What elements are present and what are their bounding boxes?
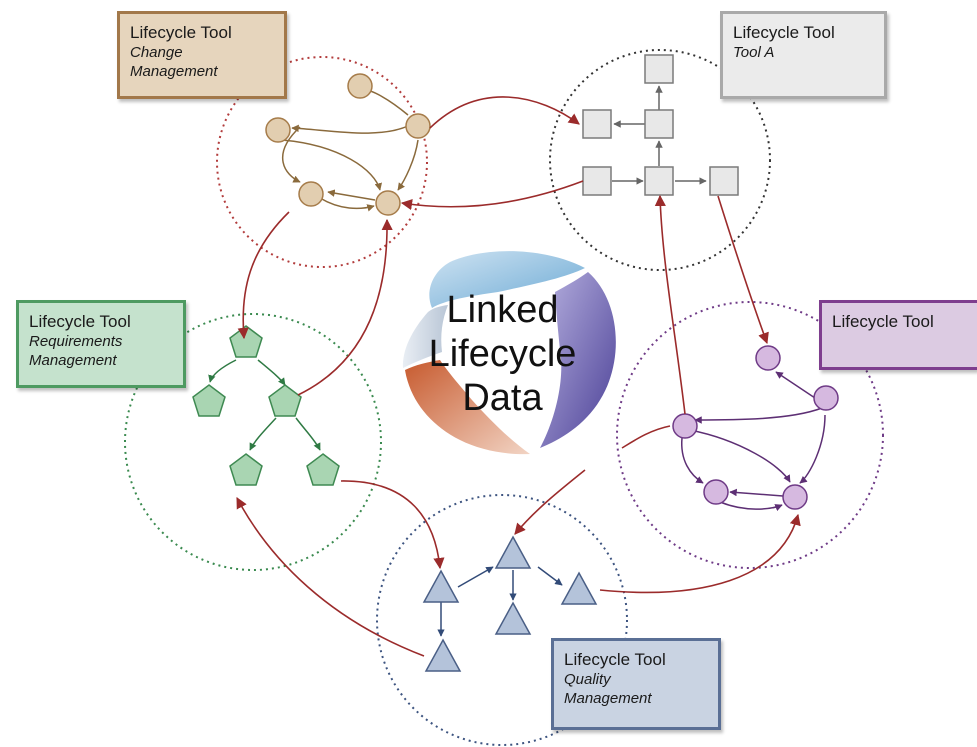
tool-box-title: Lifecycle Tool bbox=[832, 312, 934, 331]
link-arrow bbox=[514, 469, 586, 535]
requirements-node bbox=[268, 384, 302, 417]
center-label: Linked Lifecycle Data bbox=[395, 288, 610, 420]
center-label-line: Linked bbox=[446, 289, 559, 331]
center-label-line: Data bbox=[462, 377, 543, 419]
tool-a-node bbox=[582, 166, 612, 196]
tool-box-subtitle: Quality bbox=[564, 671, 611, 688]
quality-node bbox=[560, 571, 598, 605]
link-arrow bbox=[654, 194, 686, 415]
link-arrow bbox=[237, 211, 290, 340]
tool-box-subtitle: Tool A bbox=[733, 44, 775, 61]
tool-regions bbox=[124, 49, 884, 746]
tool-box-quality-management: Lifecycle Tool Quality Management bbox=[551, 638, 721, 730]
requirements-node bbox=[192, 384, 226, 417]
change-node bbox=[375, 190, 401, 216]
swirl-bottom-segment bbox=[405, 360, 530, 455]
tool-a-graph bbox=[582, 54, 739, 196]
tool-box-requirements-management: Lifecycle Tool Requirements Management bbox=[16, 300, 186, 388]
tool-box-title: Lifecycle Tool bbox=[29, 312, 131, 331]
purple-node bbox=[755, 345, 781, 371]
tool-box-subtitle: Management bbox=[29, 352, 117, 369]
requirements-node bbox=[229, 453, 263, 486]
quality-graph bbox=[422, 535, 598, 672]
link-arrow bbox=[340, 480, 445, 570]
quality-node bbox=[494, 535, 532, 569]
tool-a-region-circle bbox=[549, 49, 771, 271]
link-arrow bbox=[621, 425, 671, 449]
link-arrow bbox=[717, 195, 769, 345]
link-arrow bbox=[599, 513, 801, 594]
tool-box-tool-a: Lifecycle Tool Tool A bbox=[720, 11, 887, 99]
change-region-circle bbox=[216, 56, 428, 268]
requirements-node bbox=[229, 325, 263, 358]
tool-box-title: Lifecycle Tool bbox=[564, 650, 666, 669]
link-arrow bbox=[429, 96, 580, 129]
link-arrows bbox=[236, 96, 801, 657]
purple-region-circle bbox=[616, 301, 884, 569]
tool-box-title: Lifecycle Tool bbox=[130, 23, 232, 42]
quality-node bbox=[424, 638, 462, 672]
tool-box-subtitle: Management bbox=[564, 690, 652, 707]
requirements-node bbox=[306, 453, 340, 486]
tool-box-subtitle: Change bbox=[130, 44, 183, 61]
change-graph bbox=[265, 73, 431, 216]
purple-graph bbox=[672, 345, 839, 512]
tool-box-subtitle: Management bbox=[130, 63, 218, 80]
swirl-top-segment bbox=[429, 251, 585, 308]
change-node bbox=[265, 117, 291, 143]
tool-a-node bbox=[644, 109, 674, 139]
quality-region-circle bbox=[376, 494, 628, 746]
tool-box-subtitle: Requirements bbox=[29, 333, 123, 350]
tool-box-purple: Lifecycle Tool bbox=[819, 300, 977, 370]
requirements-graph bbox=[192, 325, 340, 486]
requirements-region-circle bbox=[124, 313, 382, 571]
link-arrow bbox=[236, 497, 425, 657]
purple-node bbox=[672, 413, 698, 439]
swirl-logo bbox=[402, 251, 616, 455]
tool-a-node bbox=[644, 166, 674, 196]
swirl-left-segment bbox=[402, 305, 448, 368]
tool-a-node bbox=[582, 109, 612, 139]
tool-a-node bbox=[709, 166, 739, 196]
tool-box-title: Lifecycle Tool bbox=[733, 23, 835, 42]
quality-node bbox=[494, 601, 532, 635]
change-node bbox=[347, 73, 373, 99]
tool-box-change-management: Lifecycle Tool Change Management bbox=[117, 11, 287, 99]
link-arrow bbox=[400, 180, 584, 211]
purple-node bbox=[782, 484, 808, 510]
quality-node bbox=[422, 569, 460, 603]
center-label-line: Lifecycle bbox=[428, 333, 577, 375]
link-arrow bbox=[297, 218, 393, 396]
change-node bbox=[405, 113, 431, 139]
purple-node bbox=[703, 479, 729, 505]
purple-node bbox=[813, 385, 839, 411]
swirl-right-segment bbox=[540, 272, 616, 448]
tool-a-node bbox=[644, 54, 674, 84]
change-node bbox=[298, 181, 324, 207]
